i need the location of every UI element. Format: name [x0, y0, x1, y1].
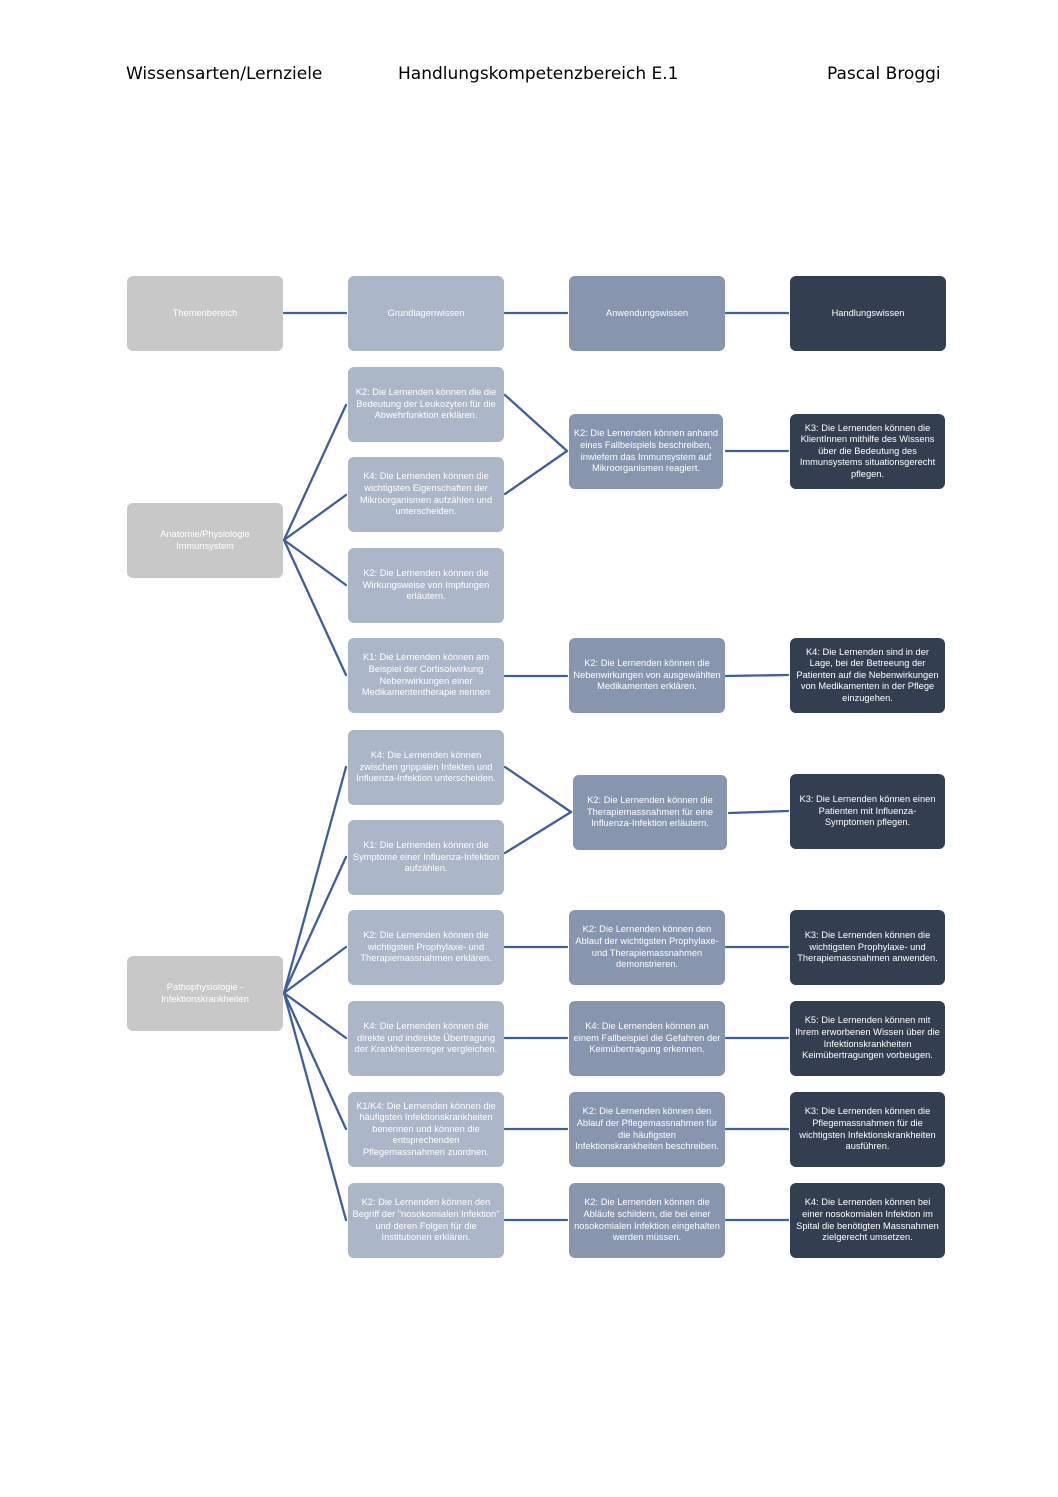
- connector: [282, 538, 348, 677]
- theme-pathophysiologie: Pathophysiologie - Infektionskrankheiten: [127, 956, 283, 1031]
- connector: [282, 855, 348, 995]
- connector: [727, 809, 790, 815]
- handlung-node-immunsystem: K3: Die Lernenden können die KlientInnen…: [790, 414, 945, 489]
- column-header-grundlagenwissen: Grundlagenwissen: [348, 276, 504, 351]
- connector: [282, 403, 348, 542]
- connector: [282, 765, 348, 995]
- anwendung-node-immunsystem: K2: Die Lernenden können anhand eines Fa…: [569, 414, 723, 489]
- handlung-node-influenza: K3: Die Lernenden können einen Patienten…: [790, 774, 945, 849]
- anwendung-node-influenza-therapie: K2: Die Lernenden können die Therapiemas…: [573, 775, 727, 850]
- anwendung-node-prophylaxe: K2: Die Lernenden können den Ablauf der …: [569, 910, 725, 985]
- connector: [503, 449, 569, 496]
- grundlagen-node-mikroorganismen: K4: Die Lernenden können die wichtigsten…: [348, 457, 504, 532]
- handlung-node-prophylaxe: K3: Die Lernenden können die wichtigsten…: [790, 910, 945, 985]
- handlung-node-pflegemassnahmen: K3: Die Lernenden können die Pflegemassn…: [790, 1092, 945, 1167]
- handlung-node-keimuebertragung: K5: Die Lernenden können mit Ihrem erwor…: [790, 1001, 945, 1076]
- grundlagen-node-grippe: K4: Die Lernenden können zwischen grippa…: [348, 730, 504, 805]
- grundlagen-node-prophylaxe: K2: Die Lernenden können die wichtigsten…: [348, 910, 504, 985]
- connector: [503, 765, 573, 814]
- connector: [282, 945, 348, 995]
- grundlagen-node-leukozyten: K2: Die Lernenden können die die Bedeutu…: [348, 367, 504, 442]
- anwendung-node-nosokomial: K2: Die Lernenden können die Abläufe sch…: [569, 1183, 725, 1258]
- column-header-handlungswissen: Handlungswissen: [790, 276, 946, 351]
- connector: [282, 538, 348, 587]
- column-header-themenbereich: Themenbereich: [127, 276, 283, 351]
- handlung-node-nosokomial: K4: Die Lernenden können bei einer nosok…: [790, 1183, 945, 1258]
- header-right: Pascal Broggi: [827, 64, 941, 84]
- grundlagen-node-impfungen: K2: Die Lernenden können die Wirkungswei…: [348, 548, 504, 623]
- connector: [282, 991, 348, 1040]
- anwendung-node-keimuebertragung: K4: Die Lernenden können an einem Fallbe…: [569, 1001, 725, 1076]
- grundlagen-node-nosokomial: K2: Die Lernenden können den Begriff der…: [348, 1183, 504, 1258]
- grundlagen-node-infektionskrankheiten: K1/K4: Die Lernenden können die häufigst…: [348, 1092, 504, 1167]
- connector: [282, 991, 348, 1222]
- connector: [282, 493, 348, 542]
- connector: [503, 810, 573, 855]
- connector: [724, 673, 790, 678]
- connector: [282, 991, 348, 1131]
- grundlagen-node-uebertragung: K4: Die Lernenden können die direkte und…: [348, 1001, 504, 1076]
- theme-anatomie-physiologie: Anatomie/Physiologie Immunsystem: [127, 503, 283, 578]
- column-header-anwendungswissen: Anwendungswissen: [569, 276, 725, 351]
- connector: [503, 393, 569, 453]
- grundlagen-node-cortisol: K1: Die Lernenden können am Beispiel der…: [348, 638, 504, 713]
- header-center: Handlungskompetenzbereich E.1: [398, 64, 679, 84]
- header-left: Wissensarten/Lernziele: [126, 64, 323, 84]
- anwendung-node-nebenwirkungen: K2: Die Lernenden können die Nebenwirkun…: [569, 638, 725, 713]
- anwendung-node-pflegemassnahmen: K2: Die Lernenden können den Ablauf der …: [569, 1092, 725, 1167]
- grundlagen-node-influenza-symptome: K1: Die Lernenden können die Symptome ei…: [348, 820, 504, 895]
- handlung-node-nebenwirkungen: K4: Die Lernenden sind in der Lage, bei …: [790, 638, 945, 713]
